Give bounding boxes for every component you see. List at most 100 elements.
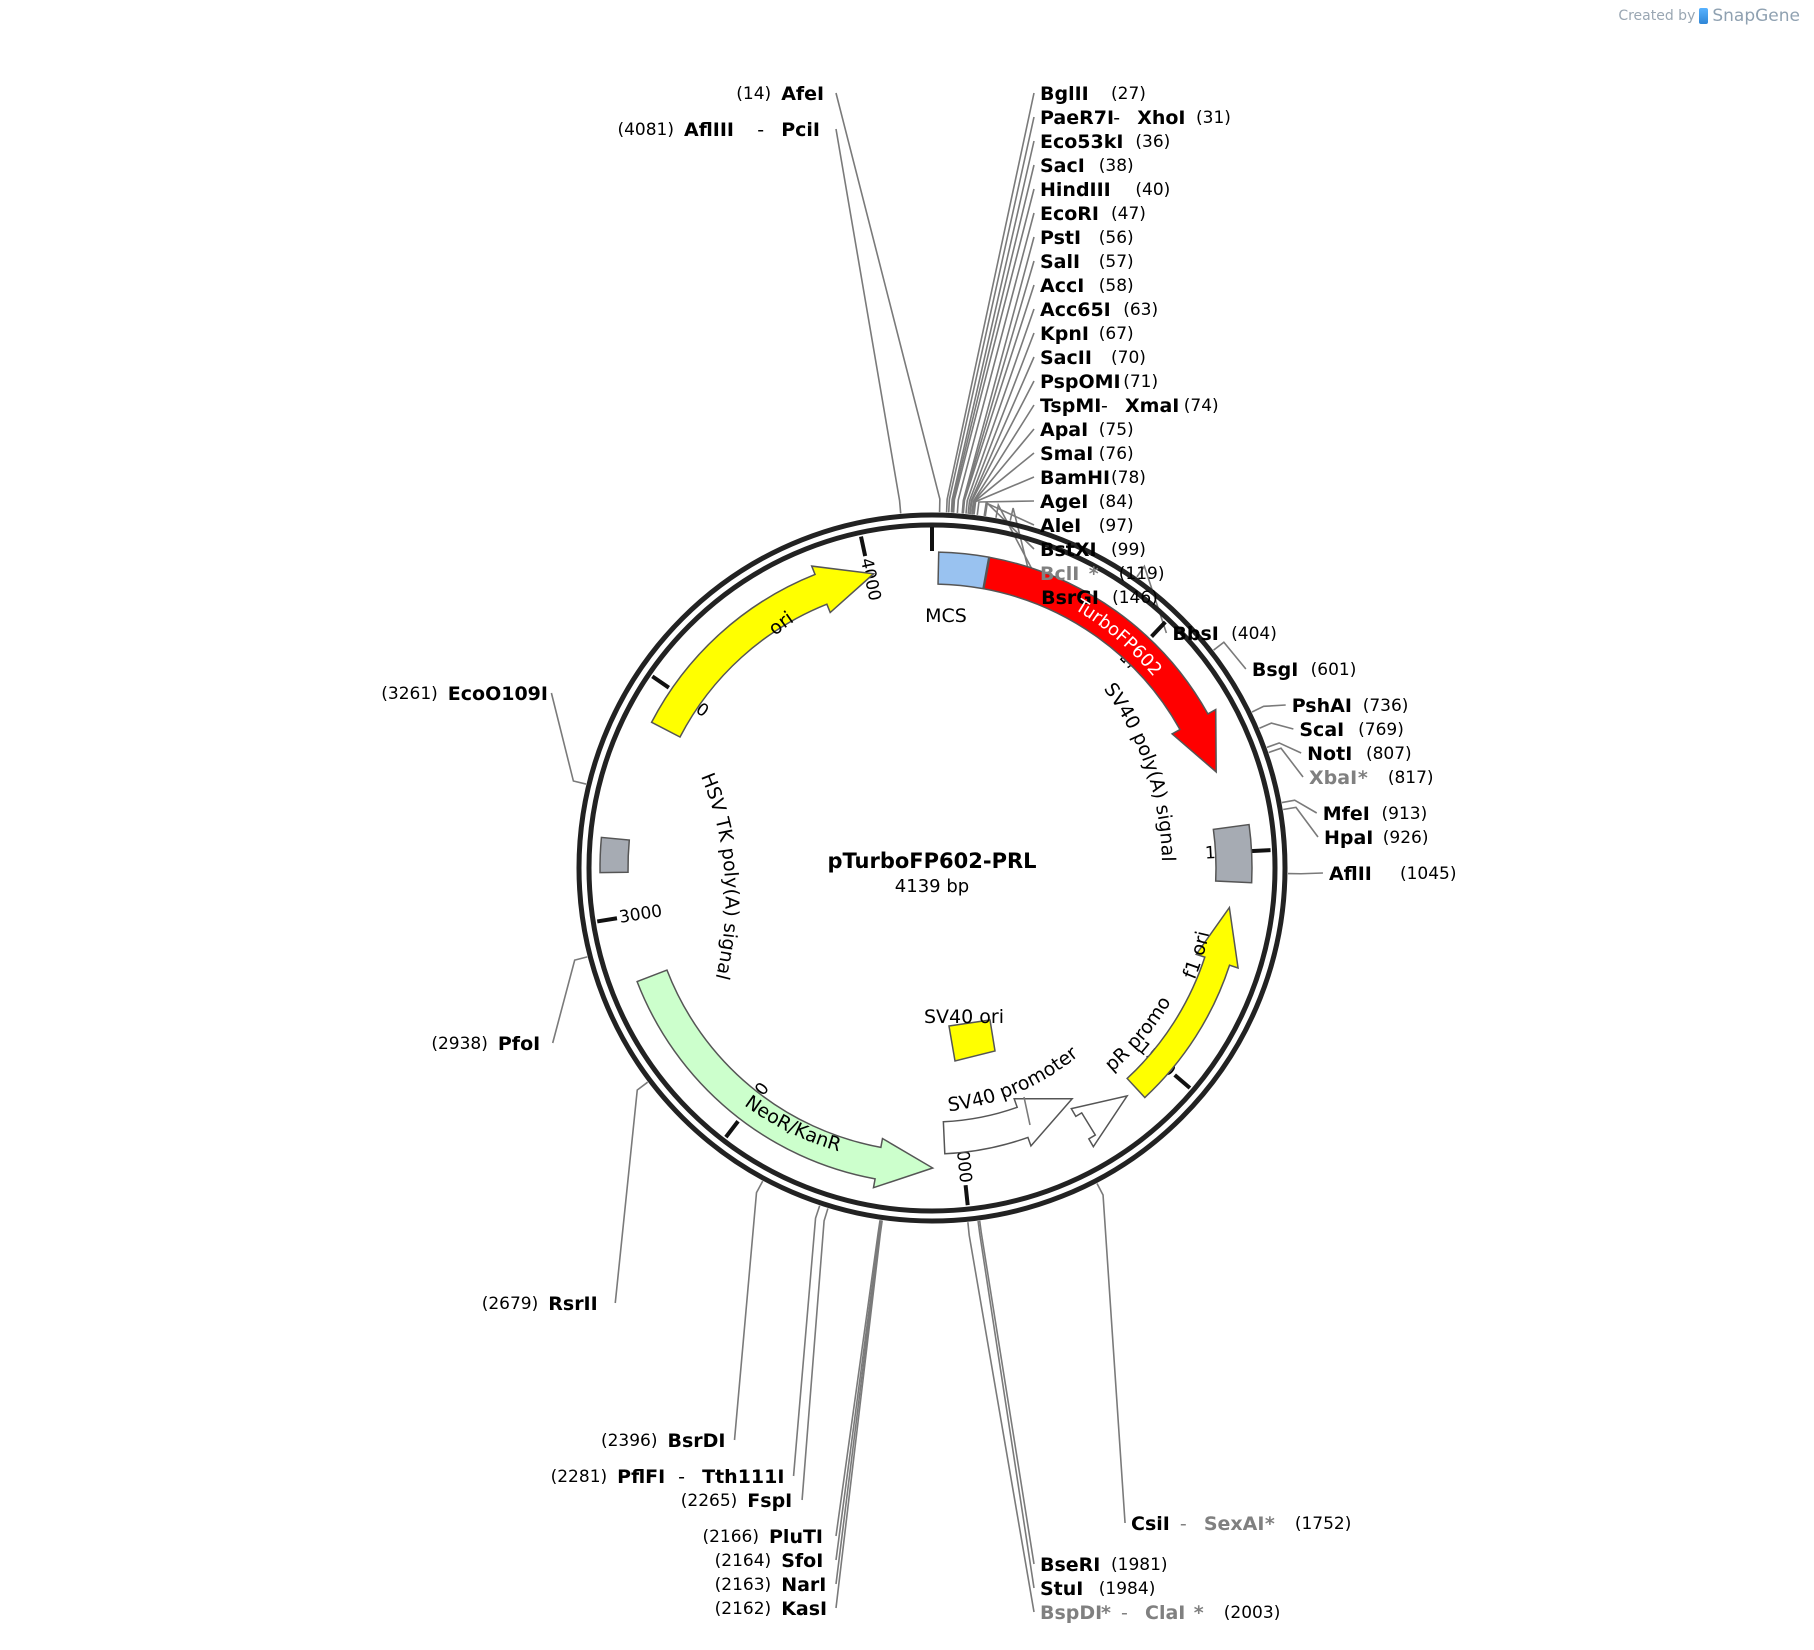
site-pluti-leader	[835, 1220, 881, 1537]
site-bseri-leader	[978, 1220, 1035, 1565]
site-bsrdi-leader	[733, 1180, 764, 1441]
site-sacii-name-0: SacII	[1040, 347, 1092, 369]
site-paer7i-xhoi-sep: -	[1113, 107, 1120, 129]
site-bspdi-clai-star: *	[1101, 1602, 1111, 1624]
site-alei-leader	[983, 501, 1035, 526]
site-bstxi-name-0: BstXI	[1040, 539, 1097, 561]
site-bsrdi-position: (2396)	[601, 1431, 658, 1451]
site-kpni-name-0: KpnI	[1040, 323, 1089, 345]
feature-sv40-poly-a-signal	[1212, 823, 1253, 884]
site-scai: ScaI(769)	[1299, 719, 1404, 741]
site-psti-name-0: PstI	[1040, 227, 1081, 249]
site-smai: SmaI(76)	[1040, 443, 1134, 465]
site-mfei: MfeI(913)	[1323, 803, 1428, 825]
site-agei-leader	[976, 500, 1035, 515]
site-pfoi-name-0: PfoI	[498, 1033, 540, 1055]
site-sali: SalI(57)	[1040, 251, 1134, 273]
plasmid-length: 4139 bp	[895, 876, 969, 897]
site-pshai-leader	[1251, 704, 1286, 713]
site-pshai-position: (736)	[1363, 696, 1409, 716]
site-acc65i-leader	[965, 308, 1035, 514]
site-rsrii-leader	[614, 1081, 649, 1304]
site-xbai-star: *	[1358, 767, 1368, 789]
feature-label-ampr-promoter: AmpR promoter	[0, 0, 1175, 1076]
site-stui-leader	[977, 1220, 1035, 1589]
snapgene-logo-icon	[1699, 8, 1709, 24]
site-xbai: XbaI *(817)	[1309, 767, 1434, 789]
site-saci-position: (38)	[1099, 156, 1134, 176]
site-nari-name-0: NarI	[781, 1574, 826, 1596]
site-hindiii-position: (40)	[1135, 180, 1170, 200]
site-hpai-position: (926)	[1383, 828, 1429, 848]
site-bbsi: BbsI(404)	[1172, 623, 1277, 645]
site-bseri-name-0: BseRI	[1040, 1554, 1100, 1576]
site-nari: (2163)NarI	[715, 1574, 827, 1596]
site-bseri-position: (1981)	[1111, 1555, 1168, 1575]
credit-prefix: Created by	[1618, 8, 1696, 24]
site-agei-name-0: AgeI	[1040, 491, 1088, 513]
site-bglii-leader	[945, 92, 1035, 513]
site-pspomi-position: (71)	[1123, 372, 1158, 392]
site-pfoi-leader	[551, 956, 588, 1044]
site-bcli-name-0: BclI	[1040, 563, 1079, 585]
site-afei-name-0: AfeI	[781, 83, 824, 105]
site-paer7i-xhoi-position: (31)	[1196, 108, 1231, 128]
site-pflfi-tth111i-position: (2281)	[551, 1467, 608, 1487]
site-bamhi-position: (78)	[1111, 468, 1146, 488]
site-bspdi-clai-name-1: ClaI	[1145, 1602, 1185, 1624]
site-aflii-name-0: AflII	[1329, 863, 1372, 885]
feature-sv40-ori	[948, 1019, 996, 1062]
site-ecori-position: (47)	[1111, 204, 1146, 224]
site-afei-position: (14)	[736, 84, 771, 104]
site-bcli-position: (119)	[1119, 564, 1165, 584]
site-agei: AgeI(84)	[1040, 491, 1134, 513]
site-csii-sexai-name-1: SexAI	[1204, 1513, 1265, 1535]
site-ecori-name-0: EcoRI	[1040, 203, 1099, 225]
site-saci-leader	[951, 164, 1035, 513]
site-eco53ki-name-0: Eco53kI	[1040, 131, 1123, 153]
site-pflfi-tth111i-leader	[792, 1205, 821, 1477]
site-leader-lines	[550, 92, 1323, 1613]
tick-1500	[1173, 1073, 1192, 1090]
site-hindiii: HindIII(40)	[1040, 179, 1170, 201]
sv40-promoter-label-leader	[1023, 1096, 1031, 1126]
site-acc65i-name-0: Acc65I	[1040, 299, 1111, 321]
tick-3000	[596, 916, 618, 924]
site-tspmi-xmai-position: (74)	[1184, 396, 1219, 416]
site-csii-sexai-star: *	[1265, 1513, 1275, 1535]
feature-neor-kanr	[636, 969, 935, 1189]
site-paer7i-xhoi: PaeR7I - XhoI(31)	[1040, 107, 1231, 129]
site-kasi-position: (2162)	[715, 1599, 772, 1619]
site-noti-position: (807)	[1366, 744, 1412, 764]
site-bsgi-name-0: BsgI	[1252, 659, 1298, 681]
tick-label-3000: 3000	[618, 901, 664, 928]
site-eco53ki: Eco53kI(36)	[1040, 131, 1170, 153]
site-tspmi-xmai-name-0: TspMI	[1040, 395, 1101, 417]
site-bsrdi-name-0: BsrDI	[668, 1430, 726, 1452]
site-scai-position: (769)	[1358, 720, 1404, 740]
site-bglii-name-0: BglII	[1040, 83, 1089, 105]
site-aflii-leader	[1287, 872, 1323, 875]
site-tspmi-xmai: TspMI - XmaI(74)	[1040, 395, 1219, 417]
site-stui: StuI(1984)	[1040, 1578, 1155, 1600]
site-bamhi: BamHI(78)	[1040, 467, 1146, 489]
plasmid-name: pTurboFP602-PRL	[827, 849, 1036, 873]
site-aflii-position: (1045)	[1400, 864, 1457, 884]
site-sfoi: (2164)SfoI	[715, 1550, 824, 1572]
site-pshai: PshAI(736)	[1292, 695, 1409, 717]
site-afliii-pcii-position: (4081)	[617, 120, 674, 140]
site-pflfi-tth111i: (2281)PflFI - Tth111I	[551, 1466, 785, 1488]
site-acci-leader	[962, 284, 1035, 514]
site-xbai-name-0: XbaI	[1309, 767, 1357, 789]
credit-brand: SnapGene	[1712, 6, 1800, 26]
site-bbsi-name-0: BbsI	[1172, 623, 1218, 645]
site-bspdi-clai: BspDI * - ClaI *(2003)	[1040, 1602, 1280, 1624]
site-kasi: (2162)KasI	[715, 1598, 827, 1620]
site-ecori-leader	[956, 212, 1035, 513]
site-tspmi-xmai-sep: -	[1101, 395, 1108, 417]
site-kpni-position: (67)	[1099, 324, 1134, 344]
site-xbai-leader	[1268, 747, 1304, 778]
site-bstxi: BstXI(99)	[1040, 539, 1146, 561]
site-bcli: BclI *(119)	[1040, 563, 1165, 585]
site-sacii-position: (70)	[1111, 348, 1146, 368]
